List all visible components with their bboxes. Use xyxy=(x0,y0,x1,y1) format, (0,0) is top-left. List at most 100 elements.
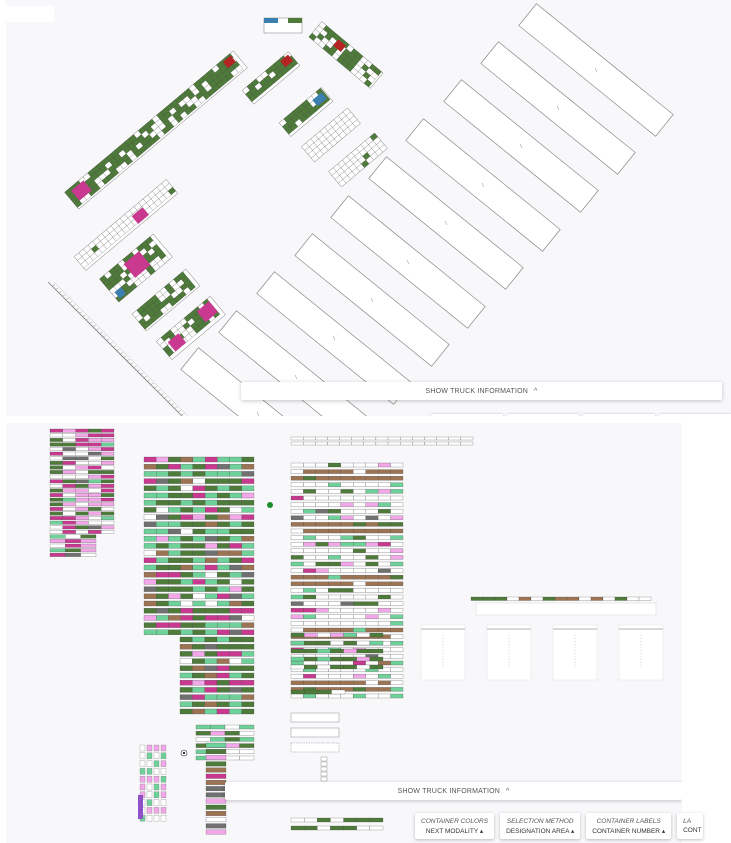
stack-view-canvas[interactable] xyxy=(6,423,682,843)
container-cell xyxy=(303,621,317,626)
lane-mark xyxy=(481,182,485,188)
container-cell xyxy=(179,708,193,715)
container-cell xyxy=(75,484,89,488)
container-cell xyxy=(241,615,255,621)
container-cell xyxy=(216,687,230,693)
container-cell xyxy=(62,428,76,433)
container-cell xyxy=(75,479,89,484)
stack-row xyxy=(49,479,115,484)
container-cell xyxy=(62,470,76,474)
container-cell xyxy=(229,492,242,499)
container-cell xyxy=(49,433,63,438)
container-cell xyxy=(62,465,76,470)
stack-row xyxy=(205,829,227,835)
container-cell xyxy=(353,594,366,600)
yard-map-overview[interactable]: SHOW TRUCK INFORMATION ^ xyxy=(6,0,731,416)
container-cell xyxy=(146,807,153,814)
container-cell xyxy=(315,555,329,560)
container-cell xyxy=(229,572,242,578)
container-cell xyxy=(80,543,97,548)
container-cell xyxy=(229,521,242,527)
container-cell xyxy=(205,823,227,829)
container-cell xyxy=(353,482,366,487)
selection-method-button[interactable]: SELECTION METHOD DESIGNATION AREA ▴ xyxy=(500,813,581,839)
container-cell xyxy=(143,500,157,506)
container-cell xyxy=(139,760,146,767)
container-cell xyxy=(101,447,115,451)
yard-stack-view[interactable]: SHOW TRUCK INFORMATION ^ xyxy=(6,423,682,843)
show-truck-information-button[interactable]: SHOW TRUCK INFORMATION ^ xyxy=(225,782,682,800)
stack-row xyxy=(205,742,227,748)
container-cell xyxy=(49,456,63,461)
container-cell xyxy=(101,507,115,511)
container-cell xyxy=(168,471,181,477)
stack-row xyxy=(290,632,384,638)
bay-tower xyxy=(486,624,532,681)
container-cell xyxy=(217,514,230,520)
container-cell xyxy=(241,492,255,499)
container-cell xyxy=(303,693,317,699)
container-cell xyxy=(229,464,242,470)
container-block-6 xyxy=(328,132,388,188)
yard-map-canvas[interactable] xyxy=(6,0,731,416)
container-cell xyxy=(340,495,354,501)
container-cell xyxy=(304,640,318,646)
container-cell xyxy=(351,441,364,446)
show-truck-information-button[interactable]: SHOW TRUCK INFORMATION ^ xyxy=(241,382,722,400)
container-cell xyxy=(353,555,366,560)
container-cell xyxy=(168,629,181,635)
container-cell xyxy=(390,522,404,527)
container-cell xyxy=(156,500,169,506)
container-colors-button[interactable]: CONTAINER COLORS NEXT MODALITY ▴ xyxy=(415,813,495,839)
container-cell xyxy=(179,687,193,693)
container-cell xyxy=(62,507,76,511)
container-cell xyxy=(88,525,102,530)
container-cell xyxy=(168,600,181,607)
container-cell xyxy=(390,654,404,659)
container-cell xyxy=(303,601,317,606)
container-cell xyxy=(365,528,379,534)
container-cell xyxy=(101,488,115,493)
container-cell xyxy=(217,622,230,628)
container-cell xyxy=(179,672,193,679)
container-cell xyxy=(217,485,230,491)
container-cell xyxy=(365,674,379,679)
parking-lane xyxy=(405,118,561,252)
container-cell xyxy=(205,767,227,773)
container-cell xyxy=(210,737,226,742)
container-cell xyxy=(204,492,218,499)
container-cell xyxy=(62,520,76,525)
container-cell xyxy=(49,525,63,530)
container-cell xyxy=(494,596,508,601)
container-cell xyxy=(390,575,404,580)
container-cell xyxy=(328,621,341,626)
container-cell xyxy=(377,548,391,553)
container-cell xyxy=(88,488,102,493)
container-cell xyxy=(328,548,341,553)
container-cell xyxy=(195,724,211,730)
container-cell xyxy=(290,601,304,606)
container-cell xyxy=(192,680,205,686)
container-cell xyxy=(353,522,366,527)
container-cell xyxy=(143,579,157,585)
container-cell xyxy=(331,689,346,695)
container-cell xyxy=(143,629,157,635)
container-cell xyxy=(75,488,89,493)
container-cell xyxy=(390,634,404,639)
container-cell xyxy=(229,579,242,585)
container-cell xyxy=(340,581,354,586)
container-cell xyxy=(192,658,205,664)
container-labels-button[interactable]: CONTAINER LABELS CONTAINER NUMBER ▴ xyxy=(586,813,672,839)
container-cell xyxy=(578,596,592,601)
container-cell xyxy=(241,550,255,556)
container-cell xyxy=(377,568,391,573)
container-block-10 xyxy=(156,296,226,360)
container-cell xyxy=(139,752,146,759)
labels-secondary-button[interactable]: LA CONT xyxy=(677,813,704,839)
container-cell xyxy=(192,593,206,599)
ruler-tick xyxy=(109,342,113,344)
container-cell xyxy=(192,500,206,506)
container-cell xyxy=(62,497,76,502)
container-cell xyxy=(180,492,194,499)
map-search-box[interactable] xyxy=(6,6,54,22)
